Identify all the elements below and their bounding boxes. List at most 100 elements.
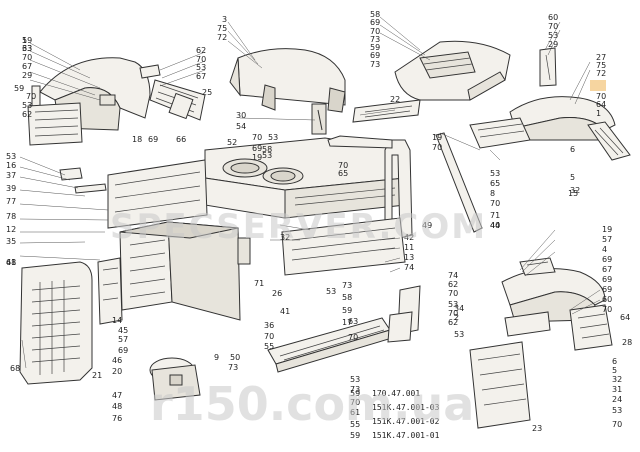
callout-36: 36 xyxy=(264,321,274,330)
callout-73: 73 xyxy=(370,35,380,44)
callout-16: 16 xyxy=(6,161,16,170)
callout-70: 70 xyxy=(264,332,274,341)
callout-53: 53 xyxy=(548,31,558,40)
callout-53: 53 xyxy=(448,300,458,309)
callout-77: 77 xyxy=(6,197,16,206)
callout-42: 42 xyxy=(404,233,414,242)
callout-57: 57 xyxy=(118,335,128,344)
part-numbers-table: 170.47.001 151K.47.001-03 151K.47.001-02… xyxy=(372,389,440,440)
callout-55: 55 xyxy=(264,342,274,351)
part-number-4: 151K.47.001-01 xyxy=(372,431,440,440)
callout-30: 30 xyxy=(236,111,246,120)
callout-58: 58 xyxy=(262,145,272,154)
callout-63: 63 xyxy=(348,317,358,326)
watermark-r150: r150.com.ua xyxy=(150,377,474,431)
callout-44: 44 xyxy=(490,221,500,230)
callout-53: 53 xyxy=(6,152,16,161)
callout-70: 70 xyxy=(596,92,606,101)
part-number-2: 151K.47.001-03 xyxy=(372,403,440,412)
callout-60: 60 xyxy=(602,295,612,304)
callout-32: 32 xyxy=(612,375,622,384)
callout-14: 14 xyxy=(112,316,122,325)
callout-19: 19 xyxy=(432,133,442,142)
callout-47: 47 xyxy=(112,391,122,400)
callout-70: 70 xyxy=(448,309,458,318)
highlight-box xyxy=(590,80,606,91)
callout-70: 70 xyxy=(26,92,36,101)
callout-1: 1 xyxy=(596,109,601,118)
callout-62: 62 xyxy=(448,280,458,289)
callout-17: 17 xyxy=(342,318,352,327)
part-number-3: 151K.47.001-02 xyxy=(372,417,440,426)
callout-62: 62 xyxy=(22,110,32,119)
callout-69: 69 xyxy=(370,51,380,60)
callout-70: 70 xyxy=(348,333,358,342)
callout-25: 25 xyxy=(202,88,212,97)
callout-13: 13 xyxy=(404,253,414,262)
part-number-1: 170.47.001 xyxy=(372,389,420,398)
callout-21: 21 xyxy=(92,371,102,380)
callout-59: 59 xyxy=(370,43,380,52)
callout-69: 69 xyxy=(602,275,612,284)
callout-53: 53 xyxy=(196,63,206,72)
callout-40: 40 xyxy=(490,221,500,230)
callout-59: 59 xyxy=(350,431,360,440)
leader-lines xyxy=(19,16,601,369)
callout-22: 22 xyxy=(390,95,400,104)
callout-68: 68 xyxy=(6,258,16,267)
callout-70: 70 xyxy=(370,27,380,36)
callout-78: 78 xyxy=(6,212,16,221)
rear-fender-right xyxy=(469,96,631,161)
callout-59: 59 xyxy=(350,389,360,398)
callout-27: 27 xyxy=(596,53,606,62)
callout-62: 62 xyxy=(448,318,458,327)
callout-72: 72 xyxy=(596,69,606,78)
mount-bracket xyxy=(149,357,201,401)
callout-61: 61 xyxy=(350,408,360,417)
callout-55: 55 xyxy=(350,420,360,429)
callout-73: 73 xyxy=(228,363,238,372)
callout-68: 68 xyxy=(10,364,20,373)
callout-74: 74 xyxy=(448,271,458,280)
callout-70: 70 xyxy=(22,53,32,62)
callout-64: 64 xyxy=(596,100,606,109)
callout-15: 15 xyxy=(568,189,578,198)
callout-29: 29 xyxy=(22,71,32,80)
callout-9: 9 xyxy=(214,353,219,362)
callout-70: 70 xyxy=(448,289,458,298)
main-body xyxy=(204,135,413,239)
callout-11: 11 xyxy=(404,243,414,252)
callout-32: 32 xyxy=(280,233,290,242)
callout-5: 5 xyxy=(612,366,617,375)
floor-plate xyxy=(267,317,393,373)
callout-73: 73 xyxy=(350,385,360,394)
callout-57: 57 xyxy=(602,235,612,244)
callout-69: 69 xyxy=(148,135,158,144)
callout-2: 2 xyxy=(454,313,459,322)
callout-70: 70 xyxy=(548,22,558,31)
callout-20: 20 xyxy=(112,367,122,376)
callout-12: 12 xyxy=(6,225,16,234)
callout-69: 69 xyxy=(252,144,262,153)
callout-73: 73 xyxy=(370,60,380,69)
callout-4: 4 xyxy=(602,245,607,254)
side-bracket-right-body xyxy=(387,285,421,343)
callout-67: 67 xyxy=(196,72,206,81)
callout-53: 53 xyxy=(612,406,622,415)
callout-63: 63 xyxy=(22,44,32,53)
callout-71: 71 xyxy=(254,279,264,288)
callout-53: 53 xyxy=(454,330,464,339)
callout-72: 72 xyxy=(217,33,227,42)
callout-32: 32 xyxy=(570,186,580,195)
callout-33: 33 xyxy=(22,44,32,53)
callout-75: 75 xyxy=(596,61,606,70)
callout-50: 50 xyxy=(230,353,240,362)
callout-6: 6 xyxy=(612,357,617,366)
callout-59: 59 xyxy=(22,36,32,45)
front-fender-right xyxy=(469,257,613,429)
callout-18: 18 xyxy=(132,135,142,144)
center-hood xyxy=(229,48,346,113)
callout-66: 66 xyxy=(176,135,186,144)
left-side-panel xyxy=(59,159,208,229)
